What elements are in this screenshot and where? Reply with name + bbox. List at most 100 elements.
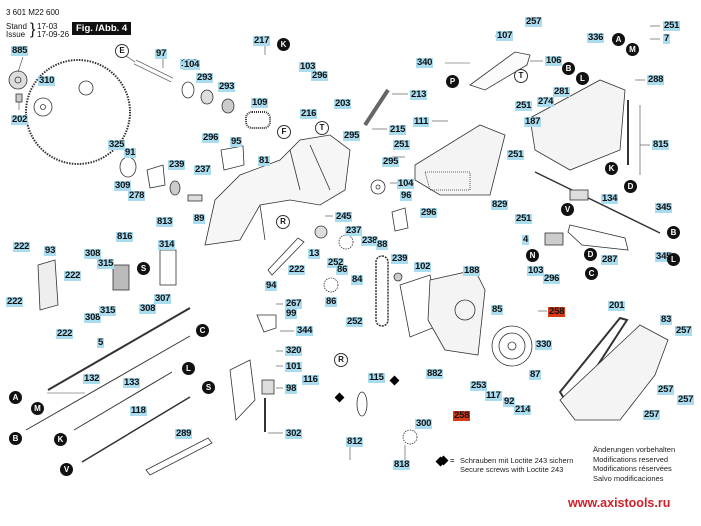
bracket-99 xyxy=(256,314,277,333)
note-fr: Modifications réservées xyxy=(593,464,672,473)
part-label-296: 296 xyxy=(202,132,220,143)
reference-marker-l: L xyxy=(576,72,589,85)
issue-label: Issue xyxy=(6,30,26,39)
part-label-287: 287 xyxy=(601,254,619,265)
lever-94 xyxy=(267,237,305,276)
shaft-89 xyxy=(187,194,203,202)
flange-885 xyxy=(8,70,28,90)
part-label-281: 281 xyxy=(553,86,571,97)
part-label-252: 252 xyxy=(327,257,345,268)
reference-marker-outline-r: R xyxy=(334,353,348,367)
part-label-96: 96 xyxy=(400,190,413,201)
part-label-86: 86 xyxy=(336,264,349,275)
legend-equals: = xyxy=(450,456,455,465)
part-label-116: 116 xyxy=(302,374,319,385)
part-label-288: 288 xyxy=(647,74,665,85)
website-url[interactable]: www.axistools.ru xyxy=(568,496,671,510)
part-label-315: 315 xyxy=(99,305,117,316)
part-label-103: 103 xyxy=(299,61,317,72)
part-label-882: 882 xyxy=(426,368,444,379)
part-label-222: 222 xyxy=(6,296,24,307)
part-label-222: 222 xyxy=(13,241,31,252)
part-label-94: 94 xyxy=(265,280,278,291)
part-label-296: 296 xyxy=(311,70,329,81)
reference-marker-l: L xyxy=(182,362,195,375)
note-en: Modifications reserved xyxy=(593,454,669,464)
part-label-251: 251 xyxy=(393,139,411,150)
part-label-237: 237 xyxy=(345,225,363,236)
part-label-217: 217 xyxy=(253,35,271,46)
part-label-91: 91 xyxy=(124,147,137,158)
gear-86a xyxy=(338,234,354,250)
part-label-289: 289 xyxy=(175,428,193,439)
reference-marker-outline-t: T xyxy=(315,121,329,135)
part-label-222: 222 xyxy=(64,270,82,281)
stand-value: 17-03 xyxy=(37,22,58,31)
part-label-84: 84 xyxy=(351,274,364,285)
part-label-278: 278 xyxy=(128,190,146,201)
reference-marker-b: B xyxy=(9,432,22,445)
part-label-97: 97 xyxy=(155,48,168,59)
part-label-109: 109 xyxy=(251,97,269,108)
part-label-85: 85 xyxy=(491,304,504,315)
part-label-133: 133 xyxy=(123,377,141,388)
plate-96 xyxy=(391,207,409,232)
part-label-222: 222 xyxy=(56,328,74,339)
gear-86b xyxy=(323,277,339,293)
part-label-238: 238 xyxy=(361,235,379,246)
part-label-308: 308 xyxy=(84,312,102,323)
part-label-252: 252 xyxy=(346,316,364,327)
highlighted-part-label-258: 258 xyxy=(453,410,471,421)
part-label-295: 295 xyxy=(382,156,400,167)
flange-309 xyxy=(119,156,137,178)
part-label-308: 308 xyxy=(84,248,102,259)
motor-housing xyxy=(204,134,351,246)
reference-marker-k: K xyxy=(54,433,67,446)
part-label-257: 257 xyxy=(675,325,693,336)
part-label-118: 118 xyxy=(130,405,147,416)
handle-213 xyxy=(363,88,390,127)
part-label-345: 345 xyxy=(655,202,673,213)
reference-marker-outline-t: T xyxy=(514,69,528,83)
cable-118 xyxy=(81,396,191,463)
flange-310 xyxy=(33,97,53,117)
part-label-103: 103 xyxy=(527,265,545,276)
gear-818 xyxy=(402,429,418,445)
plate-95 xyxy=(220,145,245,171)
part-label-4: 4 xyxy=(522,234,530,245)
part-label-104: 104 xyxy=(183,59,201,70)
part-label-86: 86 xyxy=(325,296,338,307)
part-label-815: 815 xyxy=(652,139,670,150)
part-label-251: 251 xyxy=(515,100,533,111)
screw-202 xyxy=(15,93,23,103)
reference-marker-v: V xyxy=(561,203,574,216)
washer-104b xyxy=(370,179,386,195)
bearing-239b xyxy=(393,272,403,282)
reference-marker-a: A xyxy=(9,391,22,404)
highlighted-part-label-258: 258 xyxy=(548,306,566,317)
part-label-336: 336 xyxy=(587,32,605,43)
chain-88 xyxy=(375,255,389,327)
modifications-notes: Änderungen vorbehalten Modifications res… xyxy=(593,445,675,483)
reference-marker-s: S xyxy=(202,381,215,394)
part-label-330: 330 xyxy=(535,339,553,350)
reference-marker-k: K xyxy=(277,38,290,51)
part-label-115: 115 xyxy=(368,372,385,383)
switch-816 xyxy=(112,264,130,291)
cover-93 xyxy=(37,259,59,311)
reference-marker-d: D xyxy=(584,248,597,261)
leader-lines xyxy=(17,21,660,460)
part-label-107: 107 xyxy=(496,30,514,41)
part-label-293: 293 xyxy=(196,72,214,83)
part-label-89: 89 xyxy=(193,213,206,224)
part-label-187: 187 xyxy=(524,116,542,127)
cable-133 xyxy=(73,371,173,431)
part-label-132: 132 xyxy=(83,373,101,384)
strip-289 xyxy=(145,437,213,476)
note-es: Salvo modificaciones xyxy=(593,473,664,483)
part-label-344: 344 xyxy=(296,325,314,336)
cable-134 xyxy=(534,171,661,234)
bearing-293b xyxy=(221,98,235,114)
part-label-98: 98 xyxy=(285,383,298,394)
part-label-95: 95 xyxy=(230,136,243,147)
